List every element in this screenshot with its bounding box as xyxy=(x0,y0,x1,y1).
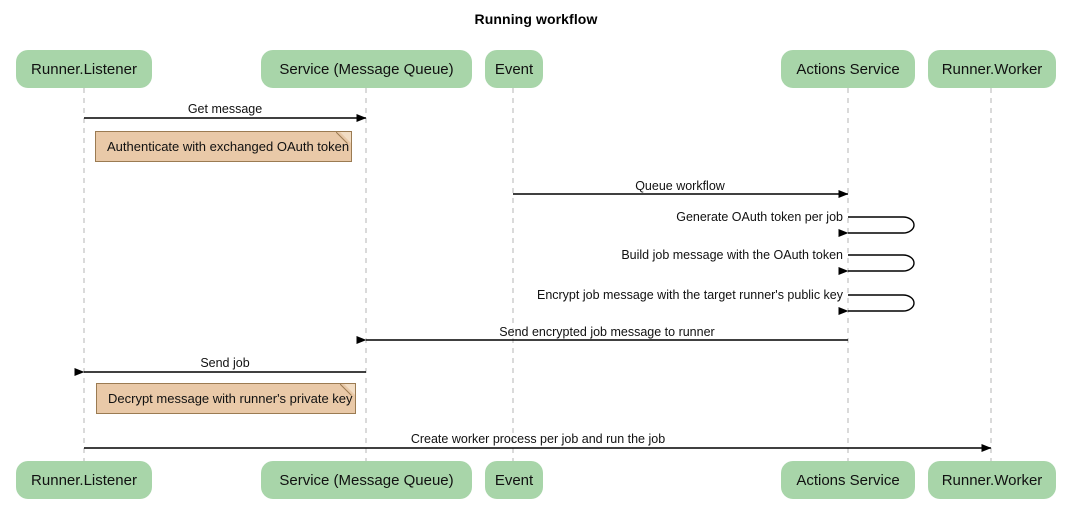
message-label-send-encrypted-job-message: Send encrypted job message to runner xyxy=(499,325,715,339)
participant-label: Runner.Listener xyxy=(31,60,137,78)
participant-service-message-queue-bottom[interactable]: Service (Message Queue) xyxy=(261,461,472,499)
participant-label: Runner.Listener xyxy=(31,471,137,489)
participant-label: Runner.Worker xyxy=(941,60,1043,78)
participant-runner-listener-bottom[interactable]: Runner.Listener xyxy=(16,461,152,499)
lifelines xyxy=(83,88,992,461)
note-authenticate: Authenticate with exchanged OAuth token xyxy=(95,131,352,162)
participant-label: Service (Message Queue) xyxy=(279,471,454,489)
message-arrows xyxy=(74,114,992,452)
message-label-send-job: Send job xyxy=(200,356,250,370)
participant-label: Runner.Worker xyxy=(941,471,1043,489)
arrow-encrypt-job-message xyxy=(838,294,915,315)
message-label-get-message: Get message xyxy=(187,102,263,116)
note-fold-edge-icon xyxy=(340,384,355,399)
page-title: Running workflow xyxy=(474,11,598,27)
participant-service-message-queue-top[interactable]: Service (Message Queue) xyxy=(261,50,472,88)
note-decrypt-label: Decrypt message with runner's private ke… xyxy=(108,391,353,406)
participant-runner-worker-bottom[interactable]: Runner.Worker xyxy=(928,461,1056,499)
participant-label: Actions Service xyxy=(796,471,900,489)
participant-runner-worker-top[interactable]: Runner.Worker xyxy=(928,50,1056,88)
participant-label: Event xyxy=(494,471,534,489)
participant-event-top[interactable]: Event xyxy=(485,50,543,88)
participant-runner-listener-top[interactable]: Runner.Listener xyxy=(16,50,152,88)
participant-actions-service-bottom[interactable]: Actions Service xyxy=(781,461,915,499)
participant-label: Actions Service xyxy=(796,60,900,78)
message-label-encrypt-job-message: Encrypt job message with the target runn… xyxy=(536,288,843,302)
participant-event-bottom[interactable]: Event xyxy=(485,461,543,499)
message-label-queue-workflow: Queue workflow xyxy=(635,179,725,193)
arrow-build-job-message xyxy=(838,254,915,275)
message-label-create-worker-process: Create worker process per job and run th… xyxy=(410,432,666,446)
note-fold-edge-icon xyxy=(336,132,351,147)
participant-actions-service-top[interactable]: Actions Service xyxy=(781,50,915,88)
message-label-generate-oauth-token: Generate OAuth token per job xyxy=(676,210,843,224)
message-label-build-job-message: Build job message with the OAuth token xyxy=(621,248,843,262)
note-decrypt: Decrypt message with runner's private ke… xyxy=(96,383,356,414)
arrow-generate-oauth-token xyxy=(838,216,915,237)
note-authenticate-label: Authenticate with exchanged OAuth token xyxy=(107,139,350,154)
participant-label: Event xyxy=(494,60,534,78)
participant-label: Service (Message Queue) xyxy=(279,60,454,78)
